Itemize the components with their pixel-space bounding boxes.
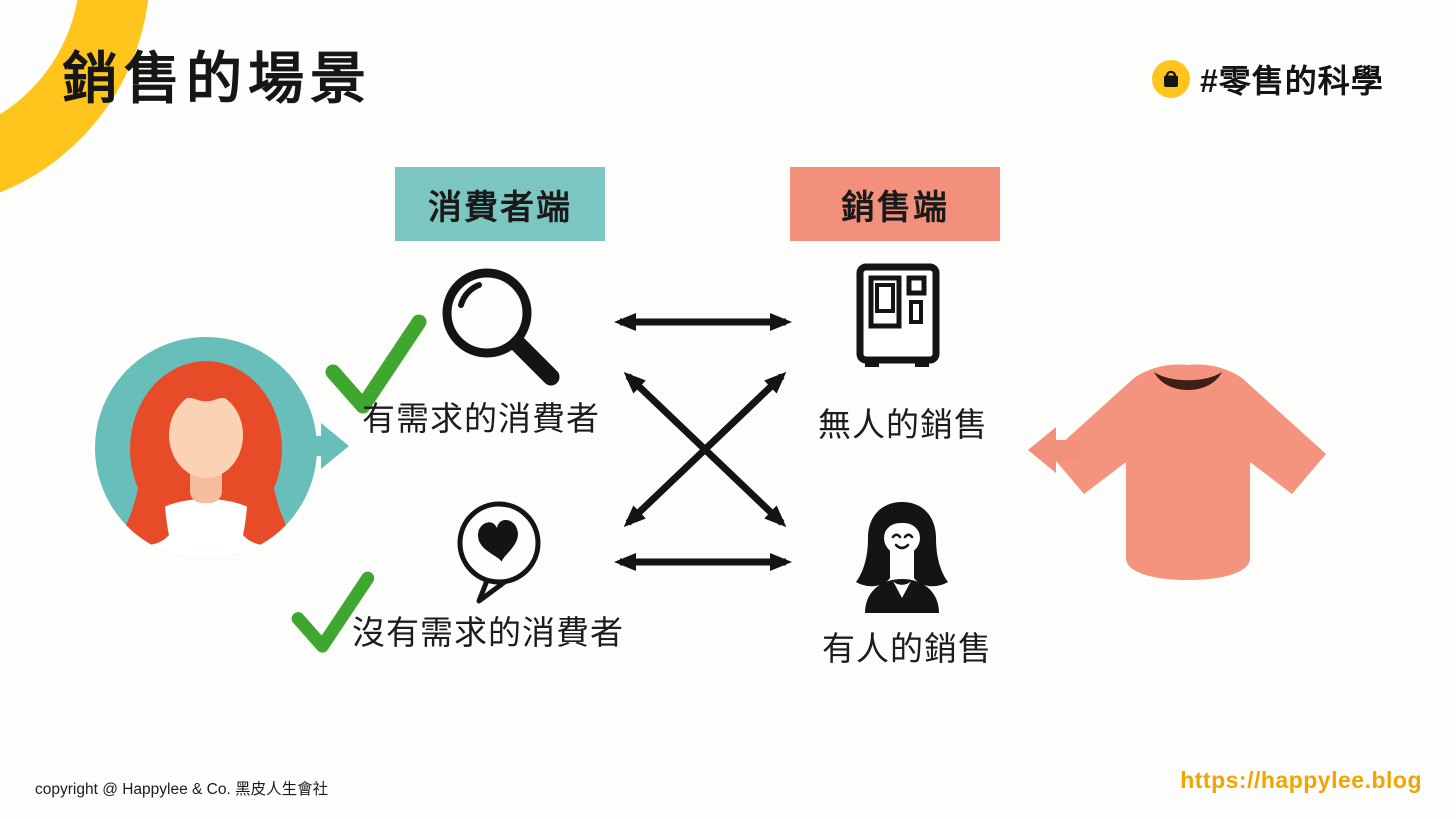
tshirt-arrow-left-icon: [1028, 427, 1080, 473]
avatar-arrow-right-icon: [297, 423, 349, 469]
page-title: 銷售的場景: [62, 47, 372, 110]
footer-copyright: copyright @ Happylee & Co. 黑皮人生會社: [35, 781, 329, 798]
magnifier-icon: [437, 261, 562, 389]
seller-item-label-manned: 有人的銷售: [822, 630, 992, 667]
tshirt-illustration: [1038, 362, 1338, 590]
salesperson-icon: [852, 498, 952, 613]
check-icon: [290, 570, 375, 655]
hashtag-badge: #零售的科學: [1152, 56, 1384, 102]
footer-url: https://happylee.blog: [1180, 767, 1422, 793]
consumer-item-label-need: 有需求的消費者: [362, 400, 600, 437]
connection-arrows: [598, 296, 808, 582]
seller-column-header: 銷售端: [790, 167, 1000, 241]
vending-machine-icon: [853, 262, 945, 370]
heart-speech-bubble-icon: [452, 500, 552, 605]
shopping-bag-icon: [1152, 60, 1190, 98]
consumer-item-label-no-need: 沒有需求的消費者: [352, 614, 624, 651]
seller-item-label-unmanned: 無人的銷售: [818, 406, 988, 443]
check-icon: [323, 312, 428, 417]
hashtag-text: #零售的科學: [1200, 63, 1384, 99]
consumer-column-header: 消費者端: [395, 167, 605, 241]
shopper-avatar: [95, 337, 317, 559]
